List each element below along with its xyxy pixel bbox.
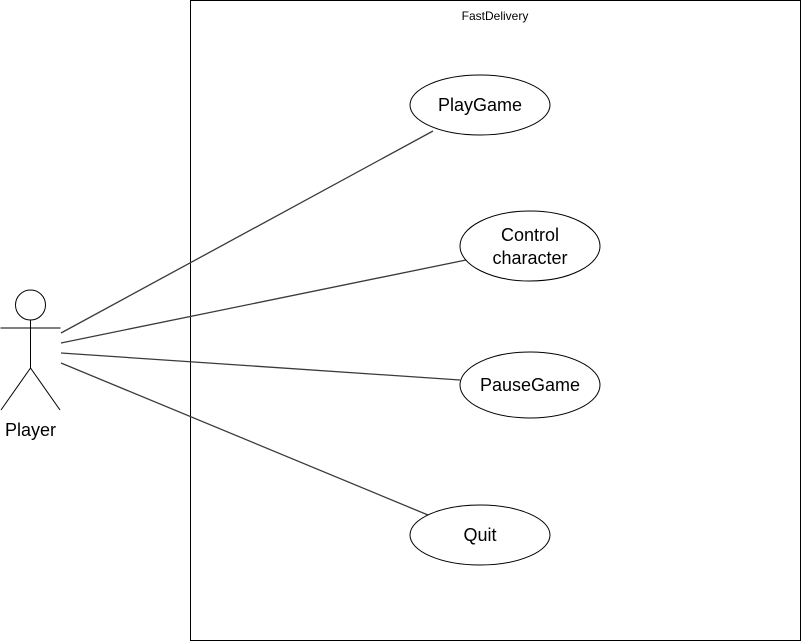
usecase-label-line-2: character — [492, 248, 567, 268]
usecase-ellipse — [459, 351, 601, 419]
usecase-label: Quit — [463, 525, 496, 545]
usecase-quit[interactable]: Quit — [409, 504, 551, 566]
usecase-control-character[interactable]: Control character — [459, 210, 601, 282]
usecase-ellipse — [409, 74, 551, 136]
association-line-control-character — [60, 259, 467, 344]
actor-label: Player — [5, 420, 56, 440]
usecase-pausegame[interactable]: PauseGame — [459, 351, 601, 419]
usecase-playgame[interactable]: PlayGame — [409, 74, 551, 136]
stick-figure-icon — [0, 289, 61, 411]
associations — [60, 130, 467, 516]
system-title: FastDelivery — [462, 9, 529, 23]
association-line-quit — [60, 362, 429, 516]
usecase-label: PlayGame — [438, 95, 522, 115]
usecase-ellipse — [459, 210, 601, 282]
usecase-label-line-1: Control — [501, 225, 559, 245]
association-line-playgame — [60, 130, 434, 334]
association-line-pausegame — [60, 352, 461, 381]
actor-player[interactable]: Player — [0, 289, 61, 440]
usecase-ellipse — [409, 504, 551, 566]
usecase-label: PauseGame — [480, 375, 580, 395]
